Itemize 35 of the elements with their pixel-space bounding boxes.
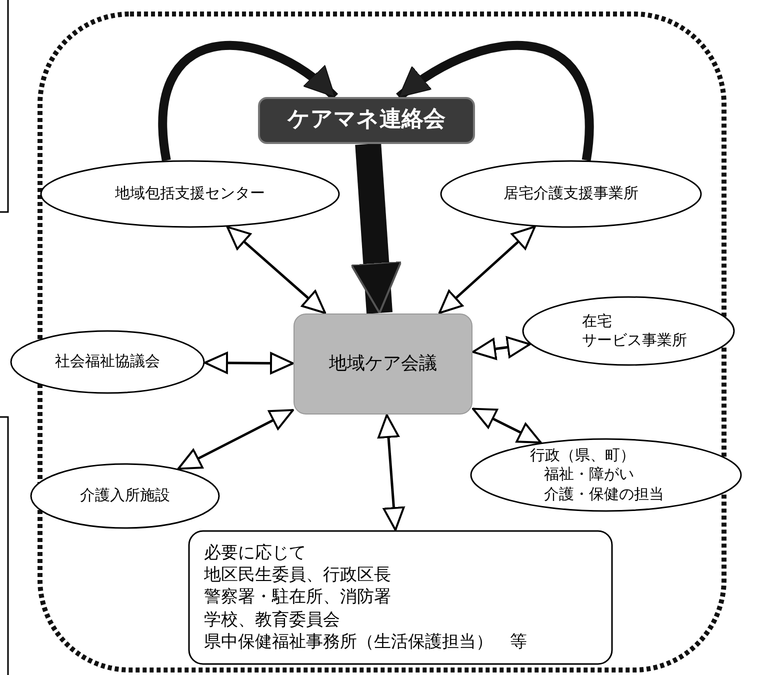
arrow [472, 408, 542, 444]
arrow [378, 414, 405, 531]
ellipse-node [440, 160, 702, 228]
curved-arrow [396, 41, 594, 161]
node-text: 地域ケア会議 [329, 352, 437, 376]
ellipse-node [40, 160, 340, 228]
node-text: 必要に応じて [204, 542, 306, 564]
node-text: 学校、教育委員会 [204, 608, 340, 631]
node-text: 地区民生委員、行政区長 [204, 564, 391, 586]
header-box [258, 97, 475, 144]
ellipse-node [470, 438, 742, 512]
node-text: 在宅 [582, 312, 612, 331]
arrow [472, 336, 531, 360]
arrow [226, 226, 326, 314]
ellipse-node [522, 296, 735, 366]
node-text: ケアマネ連絡会 [288, 106, 446, 134]
node-text: 行政（県、町） [530, 446, 635, 466]
curved-arrow [158, 40, 338, 161]
node-text: 警察署・駐在所、消防署 [204, 586, 391, 609]
meeting-box [293, 313, 473, 415]
block-arrow [350, 143, 402, 314]
node-text: 社会福祉協議会 [55, 352, 160, 372]
node-text: 福祉・障がい [544, 465, 634, 485]
node-text: 県中保健福祉事務所（生活保護担当） 等 [204, 630, 527, 653]
node-text: 介護入所施設 [80, 486, 170, 506]
node-text: 介護・保健の担当 [544, 484, 664, 504]
node-text: 居宅介護支援事業所 [504, 184, 638, 204]
arrow [204, 352, 294, 374]
ellipse-node [10, 330, 205, 394]
arrow [438, 226, 536, 314]
arrow [177, 408, 294, 470]
note-box [188, 530, 613, 665]
node-text: サービス事業所 [582, 331, 687, 350]
node-text: 地域包括支援センター [115, 184, 265, 204]
ellipse-node [30, 463, 220, 529]
